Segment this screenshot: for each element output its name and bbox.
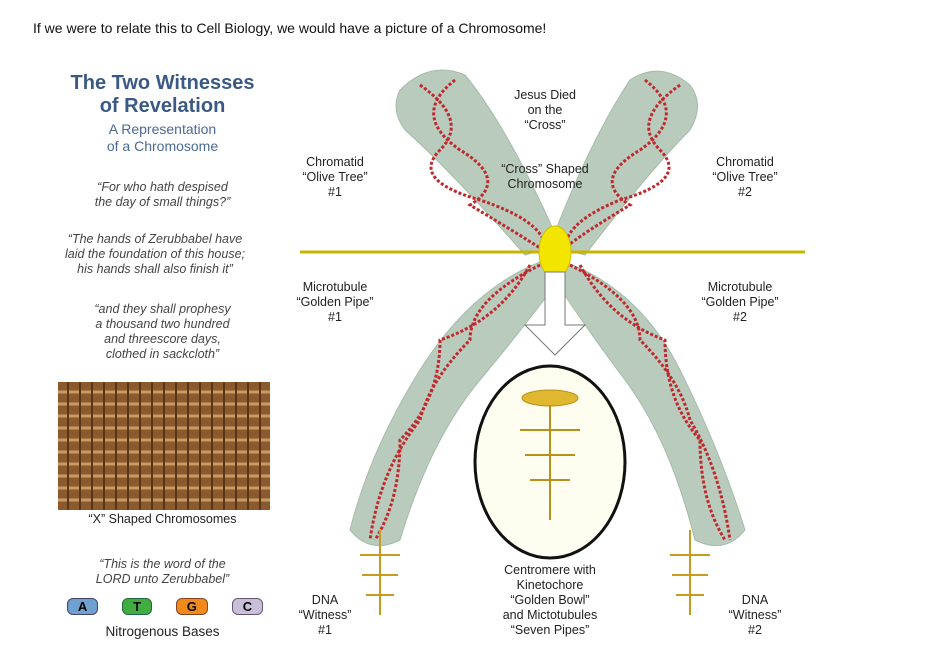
lower-right-arm	[544, 261, 746, 547]
centromere	[538, 225, 572, 279]
lower-left-arm	[349, 261, 571, 547]
label-chromatid-2: Chromatid“Olive Tree”#2	[712, 155, 778, 199]
dna-helix	[368, 78, 732, 541]
bases-row: A T G C	[55, 598, 275, 615]
image-caption: “X” Shaped Chromosomes	[88, 512, 237, 526]
label-dna-2: DNA“Witness”#2	[728, 593, 782, 637]
base-g: G	[175, 598, 208, 615]
sackcloth-weave	[58, 382, 270, 510]
caption: If we were to relate this to Cell Biolog…	[33, 20, 547, 36]
chromatid-arms	[349, 69, 746, 547]
base-c: C	[231, 598, 264, 615]
label-dna-1: DNA“Witness”#1	[298, 593, 352, 637]
menorah-left	[360, 530, 400, 615]
bases-label: Nitrogenous Bases	[105, 624, 220, 639]
down-arrow-icon	[523, 271, 587, 356]
base-t: T	[122, 598, 153, 615]
menorah-right	[670, 530, 710, 615]
menorah-center	[520, 389, 580, 520]
label-microtubule-2: Microtubule“Golden Pipe”#2	[701, 280, 779, 324]
label-chromatid-1: Chromatid“Olive Tree”#1	[302, 155, 368, 199]
base-a: A	[66, 598, 99, 615]
label-microtubule-1: Microtubule“Golden Pipe”#1	[296, 280, 374, 324]
